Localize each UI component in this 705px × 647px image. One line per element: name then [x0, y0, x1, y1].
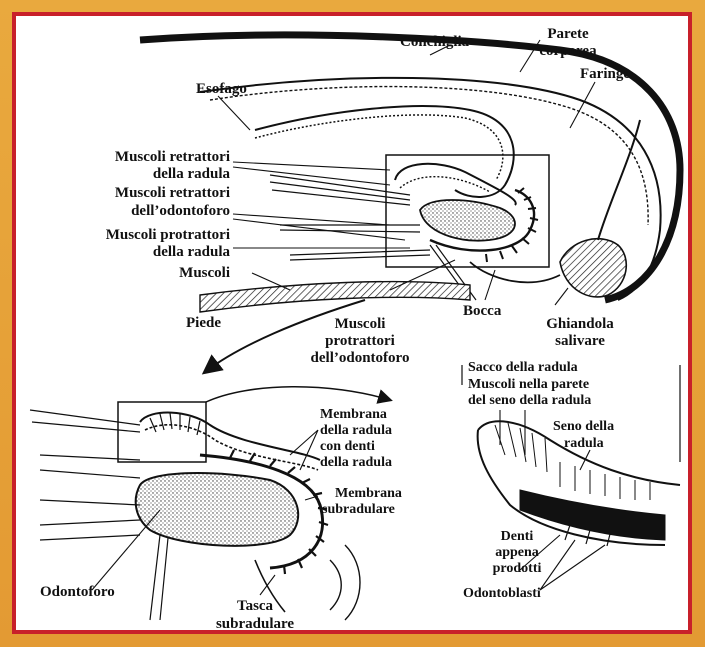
label-subrad-1: Membrana	[335, 486, 402, 501]
labels: Conchiglia Parete corporea Faringe Esofa…	[40, 26, 630, 632]
label-mnp-1: Muscoli nella parete	[468, 377, 589, 392]
label-parete-1: Parete	[547, 26, 589, 42]
label-piede: Piede	[186, 315, 221, 331]
foot-band	[200, 282, 470, 312]
label-mpo-3: dell’odontoforo	[311, 350, 410, 366]
label-mpr-1: Muscoli protrattori	[106, 227, 230, 243]
label-faringe: Faringe	[580, 66, 630, 82]
label-seno-2: radula	[564, 436, 604, 451]
label-mro-2: dell’odontoforo	[131, 203, 230, 219]
label-denti-2: appena	[495, 545, 539, 560]
label-seno-1: Seno della	[553, 419, 614, 434]
label-odontoblasti: Odontoblasti	[463, 586, 541, 601]
label-mpr-2: della radula	[153, 244, 231, 260]
esophagus-tube	[255, 106, 514, 197]
label-mpo-1: Muscoli	[335, 316, 386, 332]
label-muscoli: Muscoli	[179, 265, 230, 281]
label-odontoforo: Odontoforo	[40, 584, 115, 600]
label-parete-2: corporea	[539, 43, 597, 59]
detail-box-bottom	[118, 402, 206, 462]
label-mrr-2: della radula	[153, 166, 231, 182]
label-ghiandola-2: salivare	[555, 333, 605, 349]
label-membrana-1: Membrana	[320, 407, 387, 422]
label-membrana-3: con denti	[320, 439, 375, 454]
odontophore-bottom	[136, 473, 299, 546]
label-conchiglia: Conchiglia	[400, 34, 470, 50]
label-membrana-2: della radula	[320, 423, 392, 438]
odontophore-top	[420, 200, 515, 241]
label-mrr-1: Muscoli retrattori	[115, 149, 230, 165]
label-denti-1: Denti	[501, 529, 534, 544]
label-mro-1: Muscoli retrattori	[115, 185, 230, 201]
label-membrana-4: della radula	[320, 455, 392, 470]
top-leader-lines	[218, 40, 595, 305]
label-mpo-2: protrattori	[325, 333, 395, 349]
label-tasca-2: subradulare	[216, 616, 294, 632]
label-bocca: Bocca	[463, 303, 502, 319]
label-mnp-2: del seno della radula	[468, 393, 591, 408]
label-esofago: Esofago	[196, 81, 247, 97]
salivary-gland	[560, 239, 626, 297]
label-subrad-2: subradulare	[322, 502, 395, 517]
radula-ribbon	[520, 490, 665, 540]
label-denti-3: prodotti	[493, 561, 542, 576]
label-ghiandola-1: Ghiandola	[546, 316, 614, 332]
label-tasca-1: Tasca	[237, 598, 274, 614]
label-sacco: Sacco della radula	[468, 360, 578, 375]
